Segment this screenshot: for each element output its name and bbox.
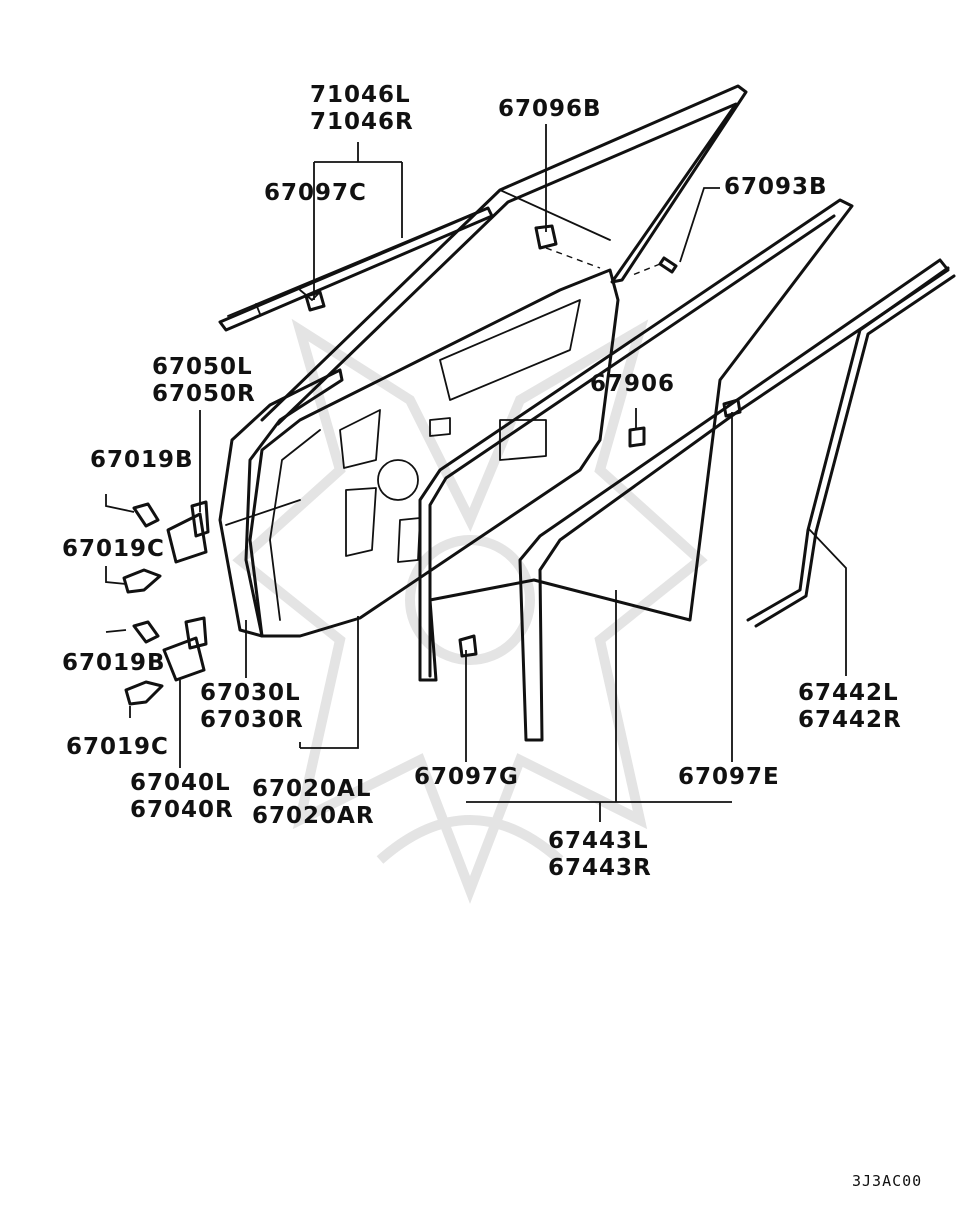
label-67040l: 67040L — [130, 770, 231, 796]
upper-hinge — [166, 500, 210, 564]
label-67050r: 67050R — [152, 381, 256, 407]
bolt-67019c-top — [122, 568, 162, 594]
label-67019c-bot: 67019C — [66, 734, 169, 760]
label-67020a: 67020AL 67020AR — [252, 776, 375, 830]
bolt-67019c-bot — [124, 680, 164, 706]
label-67442: 67442L 67442R — [798, 680, 902, 734]
label-67443l: 67443L — [548, 828, 649, 854]
clip-67096b — [534, 224, 601, 269]
label-67019b-top: 67019B — [90, 447, 194, 473]
label-67442r: 67442R — [798, 707, 902, 733]
label-67030r: 67030R — [200, 707, 304, 733]
label-67096b: 67096B — [498, 96, 602, 122]
door-weatherstrip-outer — [746, 266, 956, 628]
label-67906: 67906 — [590, 371, 676, 397]
label-67019c-top: 67019C — [62, 536, 165, 562]
label-71046r: 71046R — [310, 109, 414, 135]
door-inner-panel — [248, 268, 620, 638]
label-71046: 71046L 71046R — [310, 82, 414, 136]
window-channel-strip — [218, 206, 494, 332]
label-71046l: 71046L — [310, 82, 411, 108]
leader-lines — [105, 124, 847, 822]
diagram-code: 3J3AC00 — [852, 1172, 923, 1190]
label-67097c: 67097C — [264, 180, 367, 206]
screw-67093b — [629, 256, 678, 277]
clip-67097c — [304, 290, 326, 312]
label-67030: 67030L 67030R — [200, 680, 304, 734]
label-67097g: 67097G — [414, 764, 519, 790]
grommet-67906 — [628, 426, 646, 448]
label-67040r: 67040R — [130, 797, 234, 823]
label-67097e: 67097E — [678, 764, 780, 790]
label-67443: 67443L 67443R — [548, 828, 652, 882]
label-67442l: 67442L — [798, 680, 899, 706]
label-67030l: 67030L — [200, 680, 301, 706]
clip-67097g — [458, 634, 478, 658]
door-outer-panel — [218, 368, 344, 638]
door-weatherstrip-inner — [418, 198, 950, 742]
door-frame-pillar — [260, 84, 748, 426]
label-67019b-bot: 67019B — [62, 650, 166, 676]
label-67050l: 67050L — [152, 354, 253, 380]
bolt-67019b-top — [132, 502, 160, 528]
label-67020al: 67020AL — [252, 776, 372, 802]
clip-67097e — [722, 398, 742, 418]
bolt-67019b-bot — [132, 620, 160, 644]
label-67443r: 67443R — [548, 855, 652, 881]
lower-hinge — [162, 616, 208, 682]
label-67093b: 67093B — [724, 174, 828, 200]
label-67040: 67040L 67040R — [130, 770, 234, 824]
label-67020ar: 67020AR — [252, 803, 375, 829]
label-67050: 67050L 67050R — [152, 354, 256, 408]
